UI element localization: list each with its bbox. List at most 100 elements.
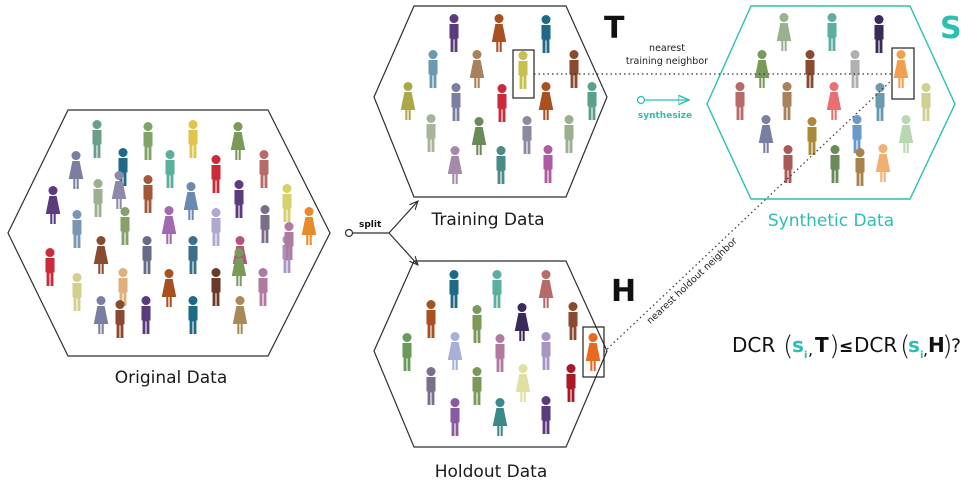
person-icon [855,148,865,186]
person-icon [850,50,860,88]
person-icon [141,296,151,334]
person-icon [830,145,840,183]
person-icon [143,122,153,160]
person-icon [827,13,837,51]
person-icon [538,82,554,120]
person-icon [495,334,505,372]
person-icon [566,364,576,402]
person-icon [183,182,199,220]
holdout-set-symbol: H [928,333,945,357]
person-icon [569,50,579,88]
person-icon [783,145,793,183]
synthetic-data-people [735,13,931,186]
person-icon [165,150,175,188]
person-icon [426,114,436,152]
person-icon [805,50,815,88]
person-icon [449,270,459,308]
person-icon [232,296,248,334]
synthetic-record-symbol-2: s [908,333,920,357]
synthesize-label: synthesize [638,111,692,121]
subscript-i-2: i [920,350,923,361]
person-icon [284,222,294,260]
person-icon [188,296,198,334]
person-icon [541,396,551,434]
person-icon [543,145,553,183]
nearest-holdout-label: nearest holdout neighbor [645,236,740,327]
person-icon [120,207,130,245]
person-icon [234,180,244,218]
holdout-data-caption: Holdout Data [435,462,548,482]
paren-open-2: ( [900,331,911,362]
person-icon [45,186,61,224]
synthesize-arrow [636,97,690,104]
person-icon [260,205,270,243]
synthetic-data-caption: Synthetic Data [768,211,894,231]
person-icon [282,184,292,222]
person-icon [93,296,109,334]
person-icon [231,248,247,286]
person-icon [758,115,774,153]
person-icon [72,273,82,311]
synthetic-set-letter: S [940,11,961,46]
person-icon [111,171,127,209]
person-icon [259,150,269,188]
person-icon [188,120,198,158]
training-data-hexagon [373,5,608,198]
person-icon [807,117,817,155]
person-icon [497,84,507,122]
person-icon [426,300,436,338]
dcr-term-2: DCR [854,333,897,357]
person-icon [115,300,125,338]
person-icon [449,14,459,52]
synthetic-record-symbol-1: s [792,333,804,357]
person-icon [492,398,508,436]
person-icon [93,236,109,274]
person-icon [93,179,103,217]
person-icon [230,122,246,160]
training-set-letter: T [604,11,625,46]
person-icon [143,175,153,213]
person-icon [450,398,460,436]
nearest-holdout-line [603,79,893,353]
person-icon [587,82,597,120]
person-icon [875,83,885,121]
paren-close-2: ) [942,331,953,362]
person-icon [400,82,416,120]
person-icon [301,207,317,245]
split-arrow [344,201,419,265]
person-icon [568,302,578,340]
svg-text:,: , [808,340,813,359]
person-icon [471,117,487,155]
training-data-people [400,14,597,184]
person-icon [585,333,601,371]
person-icon [852,115,862,153]
subscript-i-1: i [804,350,807,361]
person-icon [782,82,792,120]
paren-open-1: ( [783,331,794,362]
person-icon [447,332,463,370]
person-icon [426,367,436,405]
person-icon [893,50,909,88]
person-icon [472,305,482,343]
person-icon [874,15,884,53]
original-data-caption: Original Data [115,368,228,388]
person-icon [754,50,770,88]
person-icon [45,248,55,286]
person-icon [491,14,507,52]
person-icon [211,208,221,246]
person-icon [515,364,531,402]
person-icon [211,155,221,193]
training-data-caption: Training Data [430,210,544,230]
person-icon [469,50,485,88]
nearest-training-label-line2: training neighbor [626,56,708,67]
person-icon [875,144,891,182]
person-icon [472,367,482,405]
person-icon [735,82,745,120]
dcr-term-1: DCR [732,333,775,357]
person-icon [118,148,128,186]
original-data-people [45,120,317,338]
person-icon [211,268,221,306]
split-label: split [359,220,382,230]
person-icon [921,83,931,121]
